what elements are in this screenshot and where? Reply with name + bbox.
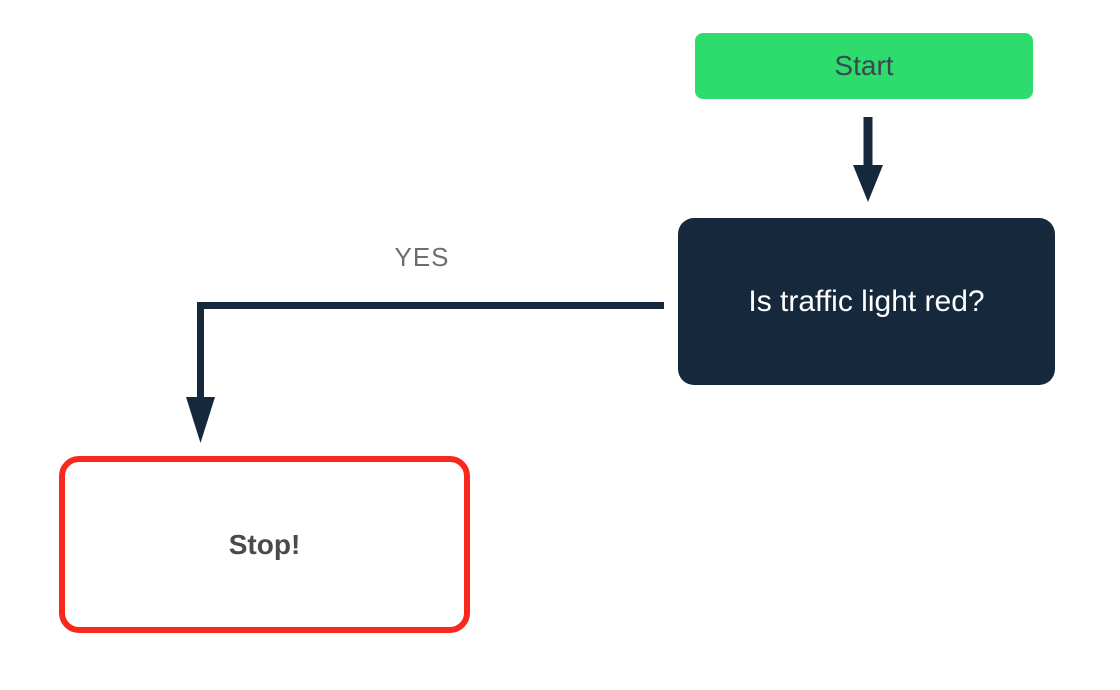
arrowhead-down-icon — [853, 165, 883, 202]
edge-start-to-question — [853, 117, 883, 202]
node-stop-label: Stop! — [228, 528, 301, 560]
edge-question-to-stop — [186, 302, 664, 443]
node-stop: Stop! — [59, 456, 470, 633]
node-question-label: Is traffic light red? — [748, 284, 985, 318]
edge-question-stop-elbow — [197, 302, 664, 399]
edge-label-yes: YES — [394, 242, 450, 272]
node-question: Is traffic light red? — [678, 218, 1055, 385]
arrowhead-down-icon — [186, 397, 215, 443]
node-start: Start — [695, 33, 1033, 99]
node-start-label: Start — [834, 50, 894, 81]
